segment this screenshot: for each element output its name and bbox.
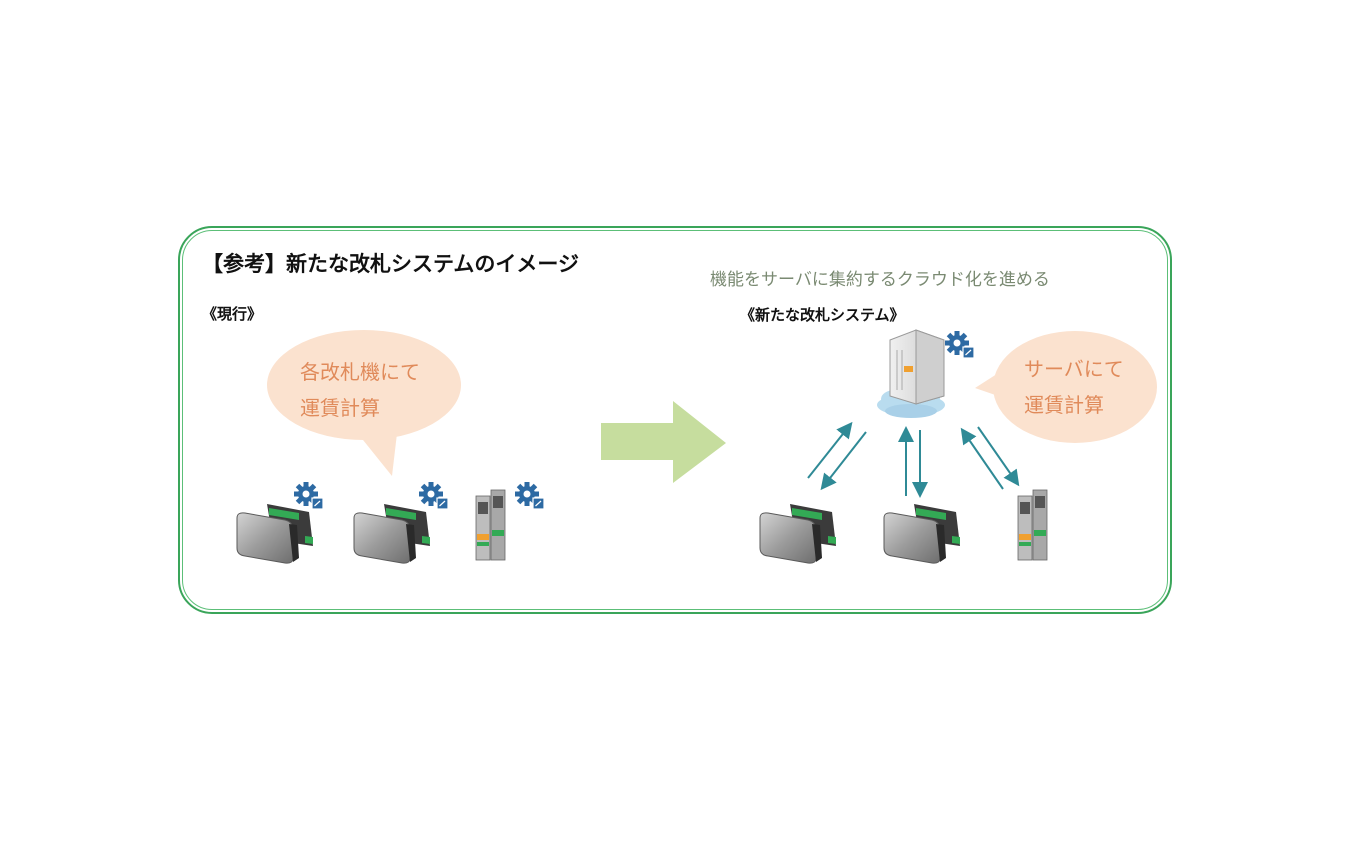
bubble-current-line2: 運賃計算 — [300, 396, 380, 420]
gear-icon — [514, 481, 545, 510]
label-current-system: 《現行》 — [202, 305, 263, 323]
ticket-gate-icon — [236, 503, 314, 564]
ticket-gate-icon — [353, 503, 431, 564]
link-arrows — [807, 421, 1020, 498]
gear-icon — [418, 481, 449, 510]
gear-icon — [944, 330, 975, 359]
bubble-new-line2: 運賃計算 — [1024, 393, 1104, 417]
speech-bubble-new — [975, 331, 1157, 443]
server-icon — [889, 329, 945, 405]
gear-icon — [293, 481, 324, 510]
diagram-title: 【参考】新たな改札システムのイメージ — [202, 252, 579, 276]
diagram-frame — [178, 226, 1172, 614]
label-new-system: 《新たな改札システム》 — [740, 306, 905, 324]
bubble-new-line1: サーバにて — [1024, 357, 1124, 381]
ticket-gate-icon — [759, 503, 837, 564]
bubble-text-new: サーバにて 運賃計算 — [1024, 351, 1124, 423]
diagram-frame-inner — [182, 230, 1168, 610]
fare-machine-icon — [475, 489, 506, 561]
cloud-caption: 機能をサーバに集約するクラウド化を進める — [710, 270, 1050, 290]
transition-arrow — [601, 401, 726, 483]
ticket-gate-icon — [883, 503, 961, 564]
bubble-text-current: 各改札機にて 運賃計算 — [300, 354, 420, 426]
speech-bubble-current — [267, 330, 461, 476]
bubble-current-line1: 各改札機にて — [300, 360, 420, 384]
fare-machine-icon — [1017, 489, 1048, 561]
